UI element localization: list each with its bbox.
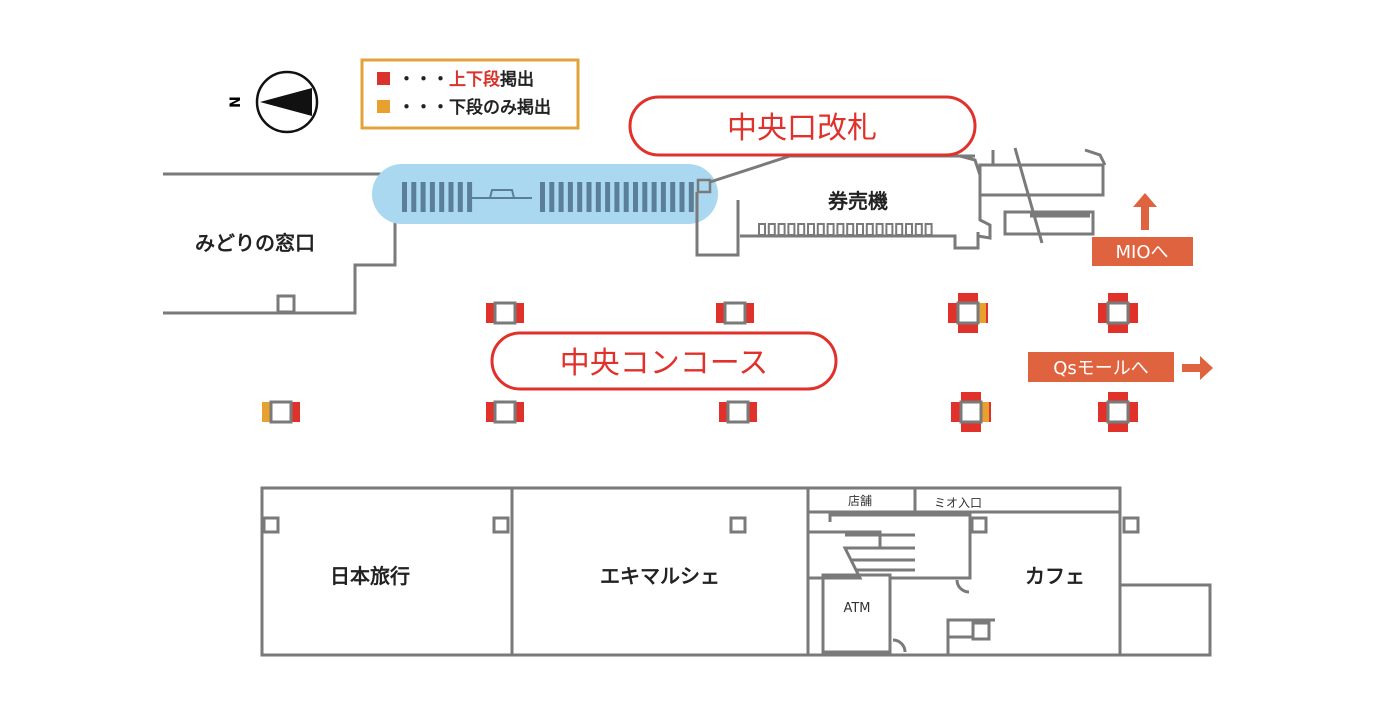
legend-red-swatch [377, 72, 390, 85]
gate-bar [595, 182, 601, 212]
ticket-machine [826, 223, 835, 236]
gate-bar [448, 182, 454, 212]
pillar [486, 400, 524, 424]
ticket-machine [767, 223, 776, 236]
area-cafe-label: カフェ [1025, 564, 1085, 588]
ticket-machine [846, 223, 855, 236]
pillar [1098, 293, 1138, 333]
mio-direction-sign[interactable]: MIOへ [1092, 193, 1193, 266]
legend-item-2: ・・・下段のみ掲出 [398, 97, 551, 118]
svg-text:中央口改札: 中央口改札 [727, 111, 877, 146]
area-midori-label: みどりの窓口 [195, 231, 315, 255]
gate-bar [586, 182, 592, 212]
svg-text:中央コンコース: 中央コンコース [560, 346, 769, 381]
ticket-machine [875, 223, 884, 236]
north-arrow-icon [260, 88, 312, 116]
gate-bar [402, 182, 407, 212]
svg-text:Qsモールへ: Qsモールへ [1053, 358, 1149, 379]
gate-bar [540, 182, 545, 212]
arrow-up-icon [1133, 193, 1157, 230]
area-mio-entrance-label: ミオ入口 [934, 496, 982, 510]
gate-bar [642, 182, 648, 212]
gate-bar [429, 182, 435, 212]
pillar [262, 400, 300, 424]
ticket-machine [787, 223, 796, 236]
gate-bar [605, 182, 611, 212]
north-label: N [228, 96, 244, 108]
qs-mall-direction-sign[interactable]: Qsモールへ [1028, 352, 1213, 382]
gate-bar [688, 182, 694, 212]
gate-bar [467, 182, 473, 212]
gate-bar [567, 182, 573, 212]
pillar [719, 400, 757, 424]
gate-bar [457, 182, 463, 212]
poster-pillars [262, 293, 1138, 432]
area-ticket-machines-label: 券売機 [827, 189, 888, 213]
area-eki-marche-label: エキマルシェ [600, 564, 720, 588]
gate-bar [660, 182, 666, 212]
svg-text:MIOへ: MIOへ [1115, 242, 1168, 263]
ticket-machine [895, 223, 904, 236]
area-nihon-ryoko-label: 日本旅行 [330, 564, 410, 588]
bottom-shops: 日本旅行 エキマルシェ カフェ 店舗 ミオ入口 ATM [260, 486, 1212, 657]
area-shop-label: 店舗 [848, 494, 872, 508]
ticket-machine [777, 223, 786, 236]
mio-side-structure [959, 147, 1107, 244]
legend: ・・・上下段掲出 ・・・下段のみ掲出 [360, 58, 580, 130]
pillar [486, 301, 524, 325]
ticket-machine [807, 223, 815, 236]
ticket-machine [758, 223, 766, 236]
gate-bar [670, 182, 676, 212]
ticket-machine [885, 223, 894, 236]
gate-bar [623, 182, 629, 212]
pillar [948, 293, 988, 333]
gate-bar [614, 182, 620, 212]
gate-bar [577, 182, 583, 212]
concourse-callout: 中央コンコース [490, 331, 838, 391]
ticket-machine [865, 223, 874, 236]
gate-bar [651, 182, 657, 212]
ticket-machine [836, 223, 845, 236]
ticket-machine [797, 223, 806, 236]
gate-bar [633, 182, 638, 212]
gate-bar [420, 182, 426, 212]
pillar [1098, 392, 1138, 432]
pillar [951, 392, 991, 432]
gate-bar [439, 182, 445, 212]
area-atm-label: ATM [843, 601, 870, 616]
gate-bar [411, 182, 417, 212]
pillar [716, 301, 754, 325]
gate-bar [549, 182, 555, 212]
ticket-machines [758, 223, 933, 236]
ticket-machine [816, 223, 825, 236]
ticket-machine [924, 223, 933, 236]
gate-bar [558, 182, 564, 212]
legend-item-1: ・・・上下段掲出 [398, 69, 534, 90]
legend-orange-swatch [377, 100, 390, 113]
arrow-right-icon [1182, 356, 1213, 380]
compass: N [228, 70, 319, 134]
ticket-gates [402, 182, 694, 212]
ticket-machine [856, 223, 864, 236]
ticket-machine [914, 223, 923, 236]
ticket-machine [905, 223, 913, 236]
gate-bar [679, 182, 685, 212]
gate-callout: 中央口改札 [628, 95, 977, 157]
